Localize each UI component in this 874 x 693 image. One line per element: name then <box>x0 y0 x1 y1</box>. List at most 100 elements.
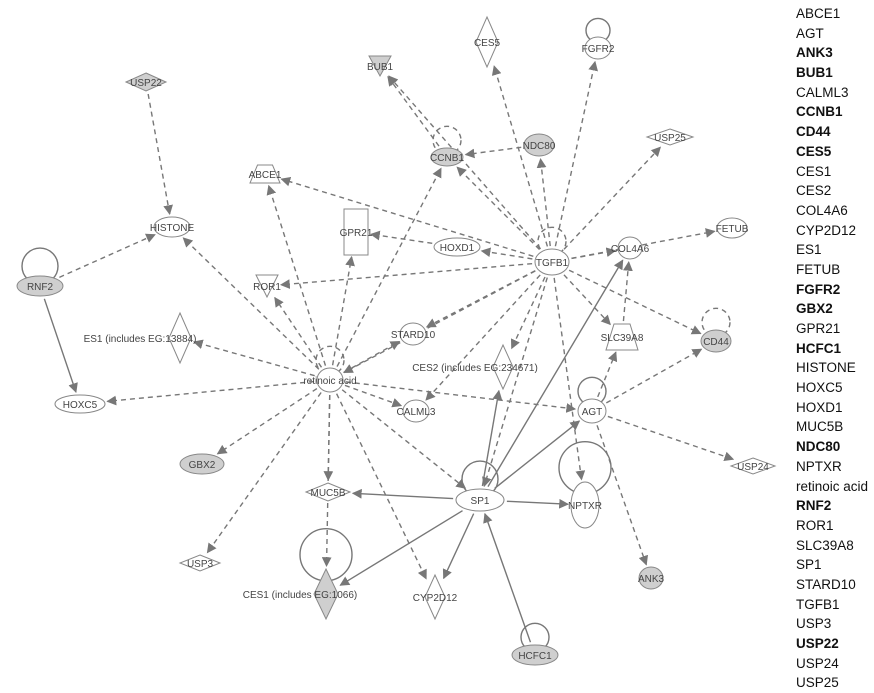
gene-list-item: CES1 <box>796 163 832 179</box>
node-label-gpr21: GPR21 <box>340 228 373 239</box>
node-sp1[interactable]: SP1 <box>455 488 505 512</box>
node-shape-gbx2 <box>179 453 225 475</box>
node-histone[interactable]: HISTONE <box>150 216 195 238</box>
node-calml3[interactable]: CALML3 <box>397 399 436 423</box>
node-ces5[interactable]: CES5 <box>474 15 501 69</box>
node-shape-calml3 <box>402 399 430 423</box>
node-shape-muc5b <box>304 482 352 502</box>
node-ank3[interactable]: ANK3 <box>638 566 665 590</box>
node-label-ccnb1: CCNB1 <box>430 153 464 164</box>
node-nptxr[interactable]: NPTXR <box>568 481 602 529</box>
node-gbx2[interactable]: GBX2 <box>179 453 225 475</box>
node-label-ces1: CES1 (includes EG:1066) <box>243 590 358 601</box>
node-muc5b[interactable]: MUC5B <box>304 482 352 502</box>
edge-tgfb1-to-nptxr <box>553 277 586 481</box>
node-label-es1: ES1 (includes EG:13884) <box>84 334 197 345</box>
gene-list-item: retinoic acid <box>796 478 869 494</box>
node-cd44[interactable]: CD44 <box>700 329 732 353</box>
edge-retinoic-to-sp1 <box>341 389 467 489</box>
node-col4a6[interactable]: COL4A6 <box>611 236 650 260</box>
edge-sp1-to-agt <box>494 420 581 489</box>
gene-list-item: HOXC5 <box>796 380 843 396</box>
node-hoxc5[interactable]: HOXC5 <box>54 394 106 414</box>
node-shape-retinoic <box>316 367 344 393</box>
edge-hcfc1-to-sp1 <box>483 512 532 643</box>
node-shape-hoxd1 <box>433 237 481 257</box>
gene-list-item: HCFC1 <box>796 340 842 356</box>
node-label-sp1: SP1 <box>471 496 490 507</box>
gene-list-item: AGT <box>796 25 824 41</box>
node-label-nptxr: NPTXR <box>568 501 602 512</box>
edge-tgfb1-to-abce1 <box>280 176 534 257</box>
gene-list-item: COL4A6 <box>796 202 848 218</box>
node-abce1[interactable]: ABCE1 <box>249 164 282 184</box>
gene-list-item: FETUB <box>796 261 841 277</box>
edge-agt-to-slc39a8 <box>597 351 618 398</box>
edge-sp1-to-ces1 <box>339 510 463 586</box>
gene-list-item: ES1 <box>796 242 822 258</box>
node-fgfr2[interactable]: FGFR2 <box>582 36 615 60</box>
node-shape-ces5 <box>475 15 499 69</box>
node-ces2[interactable]: CES2 (includes EG:234671) <box>412 343 538 391</box>
node-shape-ror1 <box>255 274 279 299</box>
node-slc39a8[interactable]: SLC39A8 <box>601 323 644 351</box>
node-shape-tgfb1 <box>534 248 570 276</box>
edge-rnf2-to-hoxc5 <box>43 298 78 394</box>
node-ces1[interactable]: CES1 (includes EG:1066) <box>243 567 358 621</box>
gene-list-item: HOXD1 <box>796 399 843 415</box>
node-label-usp25: USP25 <box>654 133 686 144</box>
node-usp22[interactable]: USP22 <box>124 72 168 92</box>
node-ndc80[interactable]: NDC80 <box>523 133 556 157</box>
edge-agt-to-usp24 <box>607 415 735 462</box>
node-es1[interactable]: ES1 (includes EG:13884) <box>84 311 197 365</box>
edge-retinoic-to-ces1 <box>321 394 332 567</box>
gene-list-item: CES5 <box>796 143 832 159</box>
node-ror1[interactable]: ROR1 <box>253 274 281 299</box>
node-agt[interactable]: AGT <box>577 398 607 424</box>
node-fetub[interactable]: FETUB <box>716 217 749 239</box>
edge-agt-to-ank3 <box>596 425 648 566</box>
node-shape-abce1 <box>249 164 281 184</box>
gene-list-item: TGFB1 <box>796 596 840 612</box>
edge-retinoic-to-gbx2 <box>216 388 318 455</box>
node-shape-sp1 <box>455 488 505 512</box>
node-label-cd44: CD44 <box>703 337 729 348</box>
node-shape-hoxc5 <box>54 394 106 414</box>
node-shape-es1 <box>168 311 192 365</box>
node-hoxd1[interactable]: HOXD1 <box>433 237 481 257</box>
node-usp25[interactable]: USP25 <box>645 128 695 146</box>
node-stard10[interactable]: STARD10 <box>391 322 436 346</box>
node-shape-usp3 <box>178 554 222 572</box>
node-tgfb1[interactable]: TGFB1 <box>534 248 570 276</box>
node-shape-ces1 <box>313 567 339 621</box>
node-bub1[interactable]: BUB1 <box>367 55 394 78</box>
edge-sp1-to-muc5b <box>351 488 454 500</box>
node-label-agt: AGT <box>582 407 603 418</box>
gene-list-item: MUC5B <box>796 419 844 435</box>
gene-list-item: ANK3 <box>796 45 833 61</box>
node-gpr21[interactable]: GPR21 <box>340 208 373 256</box>
node-hcfc1[interactable]: HCFC1 <box>511 644 559 666</box>
edge-layer <box>43 60 735 643</box>
node-shape-gpr21 <box>343 208 369 256</box>
node-label-tgfb1: TGFB1 <box>536 258 569 269</box>
node-label-ank3: ANK3 <box>638 574 665 585</box>
edge-retinoic-to-histone <box>182 237 320 370</box>
node-rnf2[interactable]: RNF2 <box>16 275 64 297</box>
node-usp24[interactable]: USP24 <box>729 457 777 475</box>
node-retinoic[interactable]: retinoic acid <box>303 367 357 393</box>
node-ccnb1[interactable]: CCNB1 <box>430 147 464 167</box>
node-usp3[interactable]: USP3 <box>178 554 222 572</box>
node-cyp2d12[interactable]: CYP2D12 <box>413 573 458 621</box>
edge-retinoic-to-ror1 <box>274 296 323 368</box>
node-label-ndc80: NDC80 <box>523 141 556 152</box>
node-label-abce1: ABCE1 <box>249 170 282 181</box>
node-shape-fgfr2 <box>584 36 612 60</box>
node-shape-hcfc1 <box>511 644 559 666</box>
node-label-fgfr2: FGFR2 <box>582 44 615 55</box>
node-shape-cyp2d12 <box>424 573 446 621</box>
edge-tgfb1-to-slc39a8 <box>563 274 611 326</box>
edge-tgfb1-to-ces5 <box>491 65 549 247</box>
node-shape-agt <box>577 398 607 424</box>
